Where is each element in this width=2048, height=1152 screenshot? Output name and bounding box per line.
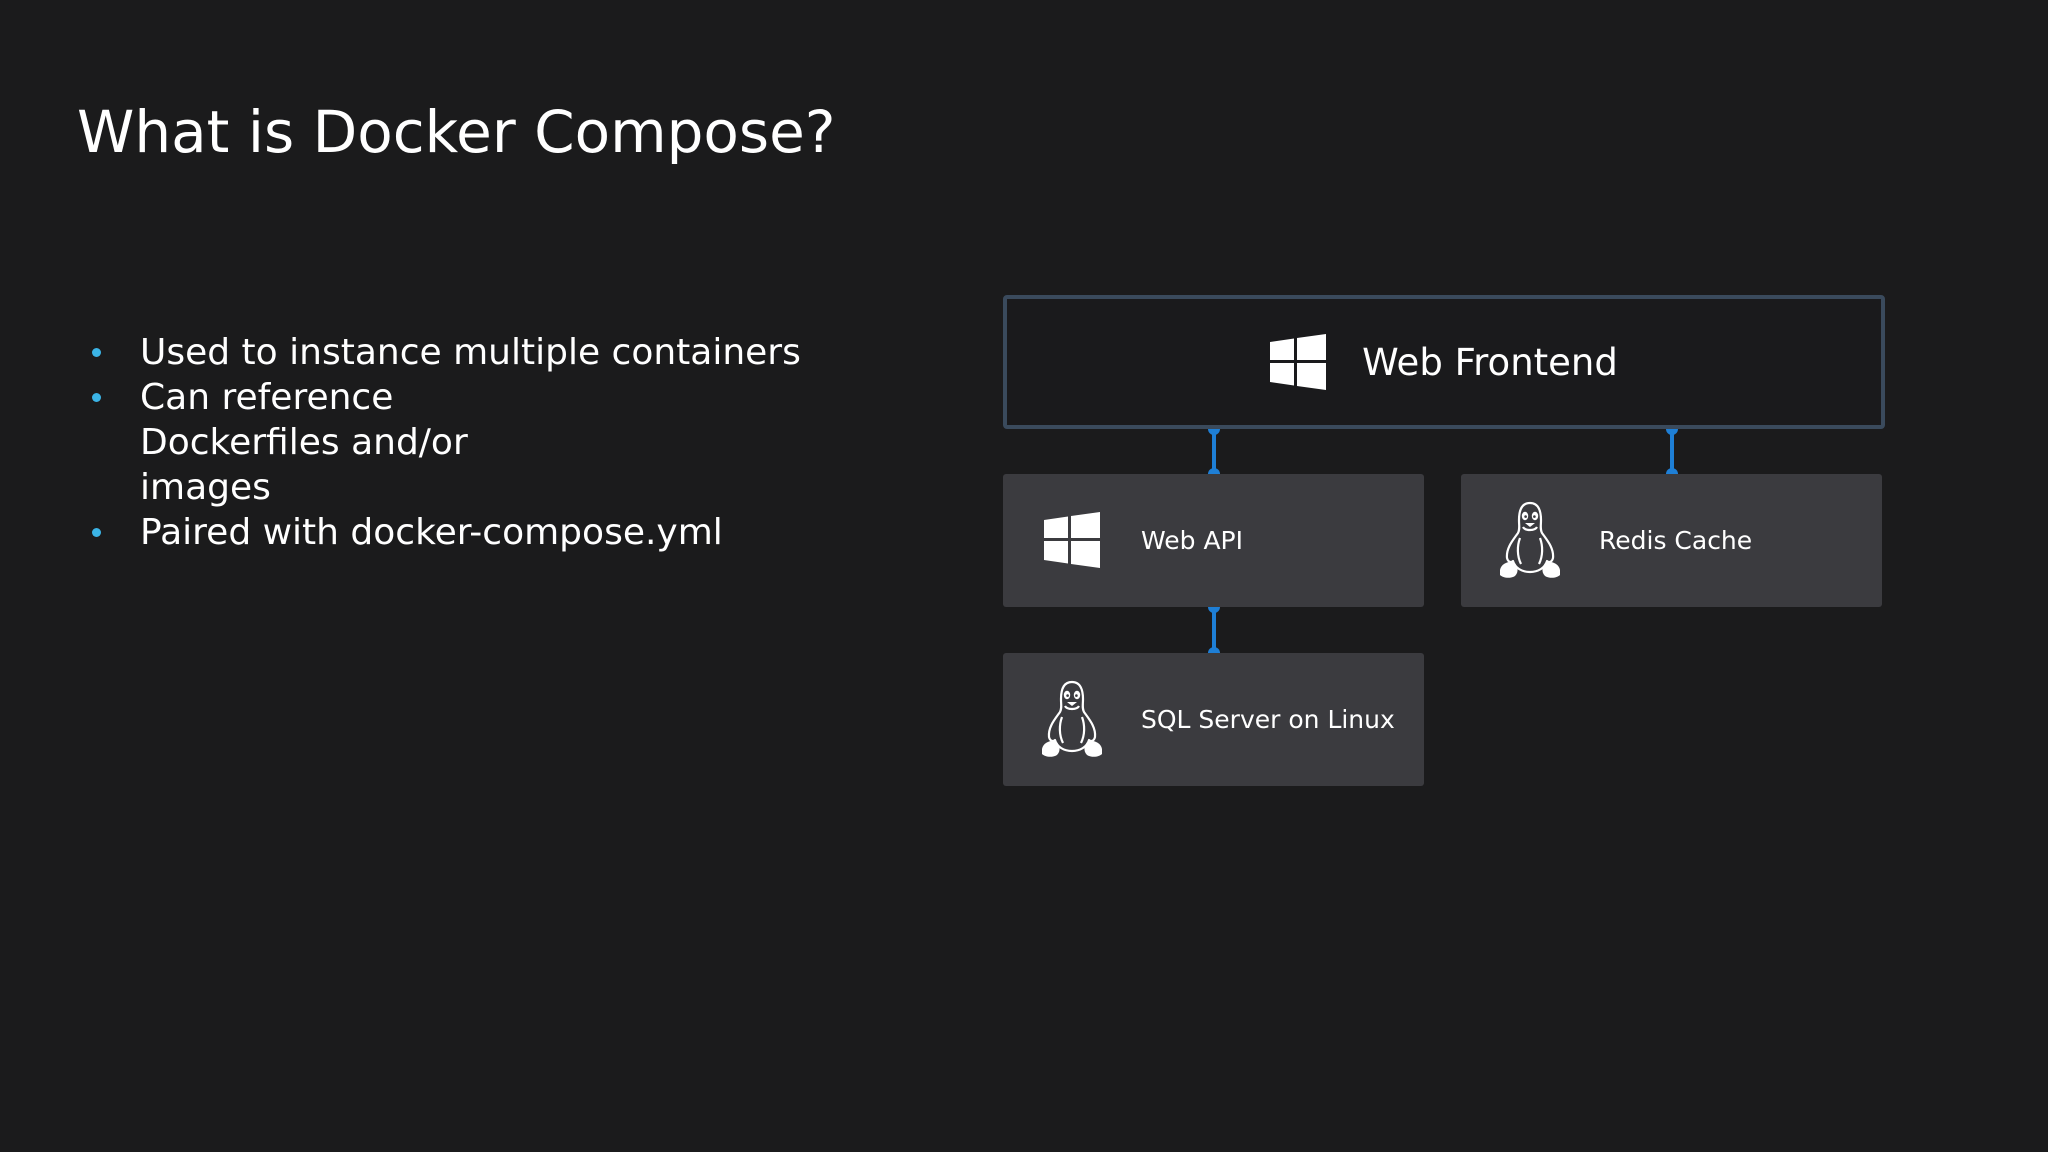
bullet-item: Used to instance multiple containers [90, 330, 850, 375]
connector-frontend-redis [1666, 423, 1678, 480]
icon-container [1037, 498, 1107, 582]
bullet-dot-icon [92, 393, 101, 402]
windows-logo-icon [1044, 512, 1100, 568]
node-web-api[interactable]: Web API [1003, 474, 1424, 607]
node-label: Web Frontend [1362, 340, 1618, 384]
node-label: SQL Server on Linux [1141, 705, 1395, 734]
slide-title: What is Docker Compose? [77, 98, 836, 166]
bullet-text: Can reference Dockerfiles and/or images [140, 377, 468, 508]
bullet-dot-icon [92, 348, 101, 357]
bullet-item: Can reference Dockerfiles and/or images [90, 375, 850, 510]
connector-webapi-sql [1208, 601, 1220, 659]
bullet-item: Paired with docker-compose.yml [90, 510, 850, 555]
bullet-list: Used to instance multiple containers Can… [90, 330, 850, 555]
node-web-frontend[interactable]: Web Frontend [1003, 295, 1885, 429]
node-redis-cache[interactable]: Redis Cache [1461, 474, 1882, 607]
bullet-text: Paired with docker-compose.yml [140, 512, 723, 553]
node-label: Web API [1141, 526, 1244, 555]
linux-tux-icon [1500, 501, 1560, 578]
bullet-dot-icon [92, 528, 101, 537]
linux-tux-icon [1042, 680, 1102, 757]
icon-container [1495, 498, 1565, 582]
connector-frontend-webapi [1208, 423, 1220, 480]
bullet-text: Used to instance multiple containers [140, 332, 801, 373]
node-sql-server[interactable]: SQL Server on Linux [1003, 653, 1424, 786]
icon-container [1037, 677, 1107, 761]
windows-logo-icon [1270, 334, 1327, 390]
node-label: Redis Cache [1599, 526, 1753, 555]
